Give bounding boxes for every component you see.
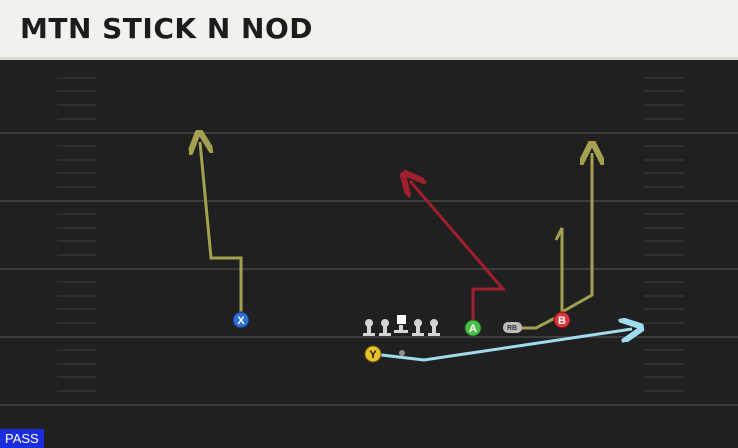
quarterback-marker [399, 350, 405, 356]
route-y [372, 329, 632, 362]
route-a [410, 181, 507, 320]
player-b-label: B [558, 315, 566, 327]
player-rb-label: RB [507, 325, 517, 332]
player-y: Y [364, 345, 382, 363]
center-icon [394, 315, 408, 333]
player-a: A [464, 319, 482, 337]
field [0, 60, 738, 448]
hash-marks-left [57, 77, 96, 392]
player-x: X [232, 311, 250, 329]
play-title: MTN STICK N NOD [20, 12, 313, 45]
route-b-nod [561, 153, 592, 314]
player-b: B [553, 311, 571, 329]
player-rb: RB [503, 322, 522, 333]
offensive-line [363, 315, 440, 356]
route-b-stick [554, 227, 564, 312]
lineman-icon [428, 319, 440, 336]
player-a-label: A [469, 323, 477, 335]
play-type-badge: PASS [0, 429, 44, 448]
lineman-icon [412, 319, 424, 336]
route-x [200, 142, 243, 318]
yard-lines [0, 132, 738, 406]
lineman-icon [379, 319, 391, 336]
lineman-icon [363, 319, 375, 336]
title-banner: MTN STICK N NOD [0, 0, 738, 60]
hash-marks-right [644, 77, 684, 392]
player-x-label: X [237, 315, 245, 327]
player-y-label: Y [369, 349, 377, 361]
